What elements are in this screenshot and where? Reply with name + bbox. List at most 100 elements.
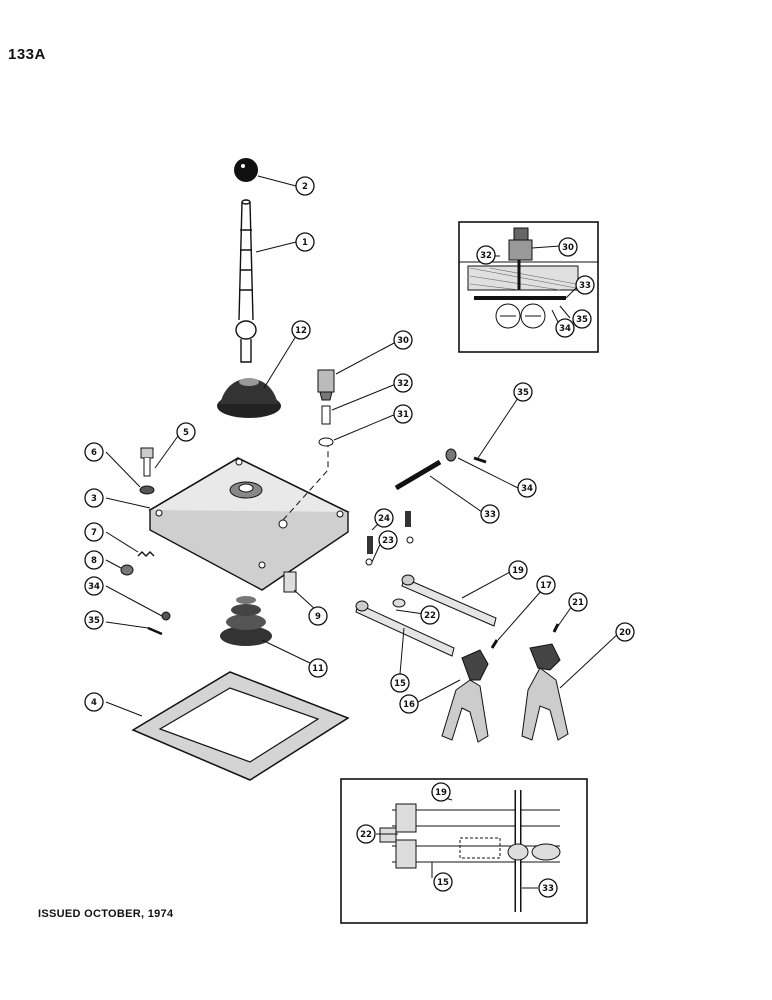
callout-circle (291, 320, 311, 340)
small-washer (161, 611, 171, 621)
detent-ball (365, 558, 373, 566)
callout-circle (555, 318, 575, 338)
callout-number: 22 (424, 611, 436, 621)
callout-34: 34 (84, 576, 104, 596)
detent-spring-2 (405, 511, 411, 527)
shift-fork-right (521, 643, 569, 741)
callout-layer: 1234567891112151617192021222324303132333… (84, 176, 635, 898)
callout-circle (84, 488, 104, 508)
callout-number: 5 (183, 428, 189, 438)
cotter-pin (147, 626, 163, 636)
callout-circle (84, 442, 104, 462)
callout-number: 23 (382, 536, 394, 546)
callout-circle (575, 275, 595, 295)
callout-circle (84, 550, 104, 570)
pivot-shaft (394, 459, 442, 491)
callout-number: 35 (576, 315, 588, 325)
interlock-pin (392, 598, 406, 608)
callout-circle (390, 673, 410, 693)
callout-circle (308, 658, 328, 678)
callout-15: 15 (433, 872, 453, 892)
callout-9: 9 (308, 606, 328, 626)
callout-number: 1 (302, 238, 308, 248)
callout-circle (295, 232, 315, 252)
inset-rail-detail (340, 778, 588, 924)
callout-3: 3 (84, 488, 104, 508)
callout-number: 32 (397, 379, 409, 389)
callout-number: 35 (517, 388, 529, 398)
callout-17: 17 (536, 575, 556, 595)
callout-number: 19 (512, 566, 524, 576)
roll-pin-2 (552, 623, 560, 633)
callout-circle (517, 478, 537, 498)
callout-22: 22 (356, 824, 376, 844)
callout-circle (84, 692, 104, 712)
washer (318, 437, 334, 447)
lock-washer (139, 485, 155, 495)
callout-number: 34 (521, 484, 533, 494)
callout-number: 31 (397, 410, 409, 420)
detent-ball-2 (406, 536, 414, 544)
spring (137, 551, 155, 557)
callout-circle (431, 782, 451, 802)
callout-circle (480, 504, 500, 524)
callout-12: 12 (291, 320, 311, 340)
callout-35: 35 (84, 610, 104, 630)
callout-number: 11 (312, 664, 324, 674)
callout-circle (615, 622, 635, 642)
callout-circle (378, 530, 398, 550)
callout-circle (393, 404, 413, 424)
cover-bolt (140, 447, 154, 477)
callout-number: 20 (619, 628, 631, 638)
callout-32: 32 (476, 245, 496, 265)
callout-31: 31 (393, 404, 413, 424)
callout-circle (393, 330, 413, 350)
shift-lever (235, 199, 257, 363)
callout-circle (308, 606, 328, 626)
callout-33: 33 (538, 878, 558, 898)
callout-number: 34 (88, 582, 100, 592)
callout-2: 2 (295, 176, 315, 196)
callout-number: 34 (559, 324, 571, 334)
callout-number: 33 (579, 281, 591, 291)
callout-5: 5 (176, 422, 196, 442)
callout-circle (558, 237, 578, 257)
callout-circle (84, 610, 104, 630)
callout-number: 24 (378, 514, 390, 524)
callout-number: 8 (91, 556, 97, 566)
detent-spring (367, 536, 373, 554)
callout-34: 34 (555, 318, 575, 338)
callout-circle (420, 605, 440, 625)
callout-number: 2 (302, 182, 308, 192)
callout-number: 30 (562, 243, 574, 253)
page-number: 133A (8, 46, 46, 63)
callout-circle (399, 694, 419, 714)
callout-circle (176, 422, 196, 442)
callout-1: 1 (295, 232, 315, 252)
shaft-pin (473, 456, 487, 464)
callout-circle (84, 576, 104, 596)
callout-number: 15 (394, 679, 406, 689)
callout-circle (84, 522, 104, 542)
leader-lines (105, 175, 621, 889)
callout-35: 35 (572, 309, 592, 329)
callout-number: 3 (91, 494, 97, 504)
callout-number: 6 (91, 448, 97, 458)
callout-number: 32 (480, 251, 492, 261)
shift-rail-upper (401, 574, 497, 627)
callout-circle (568, 592, 588, 612)
callout-number: 12 (295, 326, 307, 336)
callout-circle (508, 560, 528, 580)
callout-circle (513, 382, 533, 402)
shift-fork-left (441, 649, 489, 743)
shift-knob (234, 158, 258, 182)
callout-6: 6 (84, 442, 104, 462)
sleeve (283, 571, 297, 593)
callout-number: 33 (484, 510, 496, 520)
callout-4: 4 (84, 692, 104, 712)
callout-number: 21 (572, 598, 584, 608)
callout-20: 20 (615, 622, 635, 642)
callout-number: 9 (315, 612, 321, 622)
detent-pin (321, 405, 331, 425)
